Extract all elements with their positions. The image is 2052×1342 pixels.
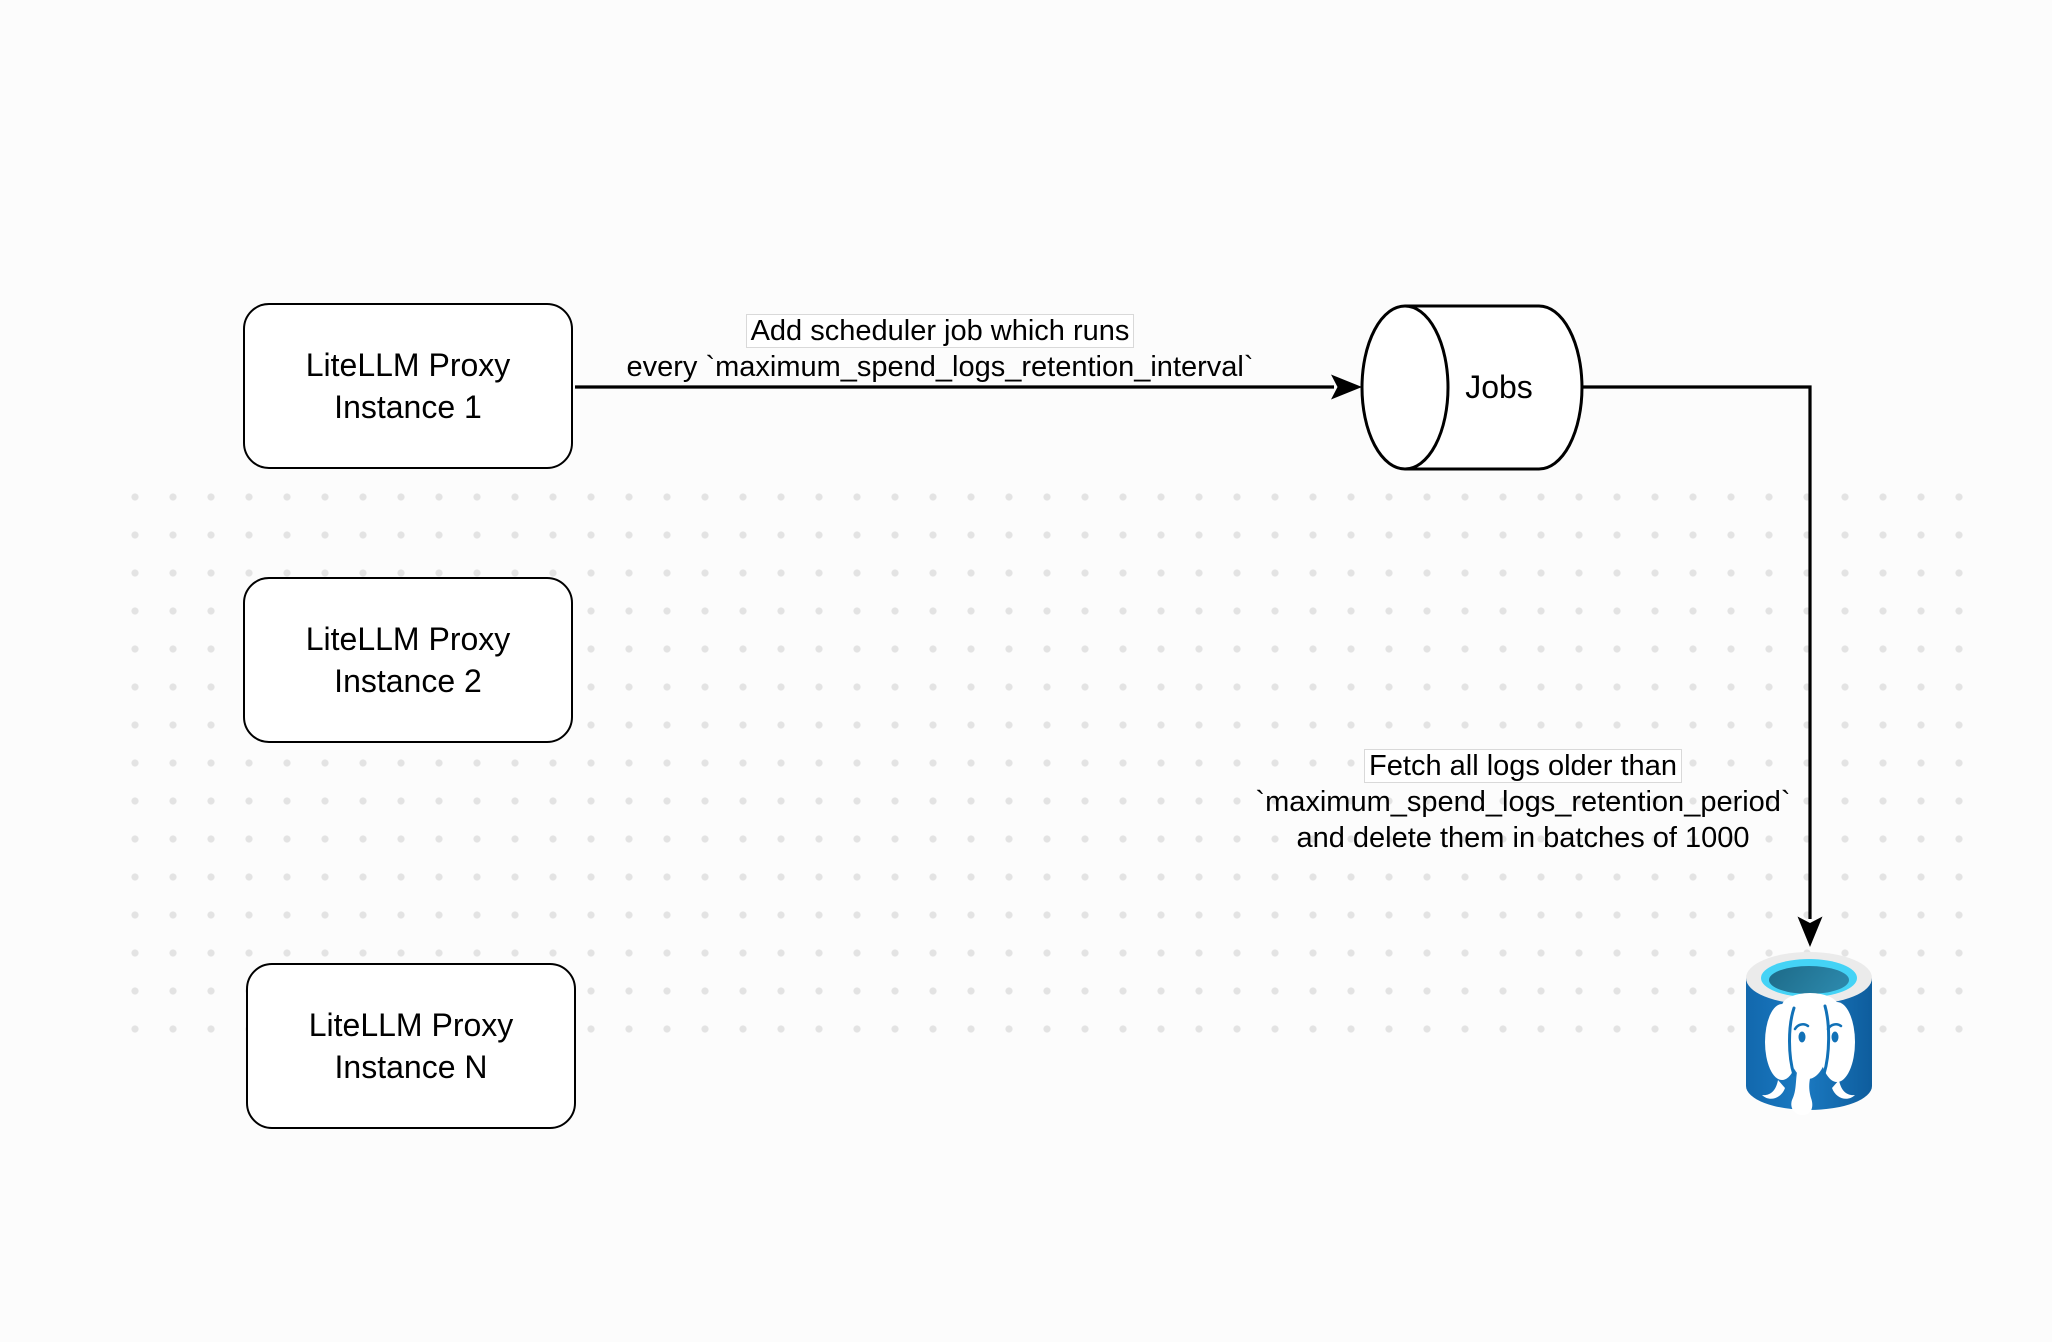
postgres-database-icon bbox=[1746, 952, 1872, 1116]
edge-label-line: Fetch all logs older than bbox=[1150, 748, 1896, 784]
node-label-line: LiteLLM Proxy bbox=[305, 347, 511, 383]
node-label-line: Instance N bbox=[334, 1049, 488, 1085]
node-label-line: Instance 1 bbox=[334, 389, 482, 425]
node-label-line: Instance 2 bbox=[334, 663, 482, 699]
postgres-elephant-icon bbox=[1762, 993, 1855, 1116]
edge-label-line: and delete them in batches of 1000 bbox=[1296, 822, 1750, 854]
edge-label-line: Add scheduler job which runs bbox=[560, 313, 1320, 349]
elephant-left-eye bbox=[1798, 1031, 1806, 1043]
node-litellm-proxy-instance-2: LiteLLM Proxy Instance 2 bbox=[243, 577, 573, 743]
jobs-node-label: Jobs bbox=[1465, 369, 1533, 405]
elephant-right-eye bbox=[1831, 1031, 1839, 1043]
node-label-line: LiteLLM Proxy bbox=[308, 1007, 514, 1043]
edge-label-line: every `maximum_spend_logs_retention_inte… bbox=[626, 351, 1254, 383]
edge-label-fetch-delete: Fetch all logs older than `maximum_spend… bbox=[1150, 748, 1896, 856]
edge-label-line: `maximum_spend_logs_retention_period` bbox=[1255, 786, 1791, 818]
postgres-inner-pool bbox=[1769, 966, 1849, 994]
edge-label-scheduler: Add scheduler job which runs every `maxi… bbox=[560, 313, 1320, 385]
edge-scheduler-arrowhead bbox=[1331, 374, 1362, 400]
node-litellm-proxy-instance-n: LiteLLM Proxy Instance N bbox=[246, 963, 576, 1129]
node-litellm-proxy-instance-1: LiteLLM Proxy Instance 1 bbox=[243, 303, 573, 469]
node-label-line: LiteLLM Proxy bbox=[305, 621, 511, 657]
